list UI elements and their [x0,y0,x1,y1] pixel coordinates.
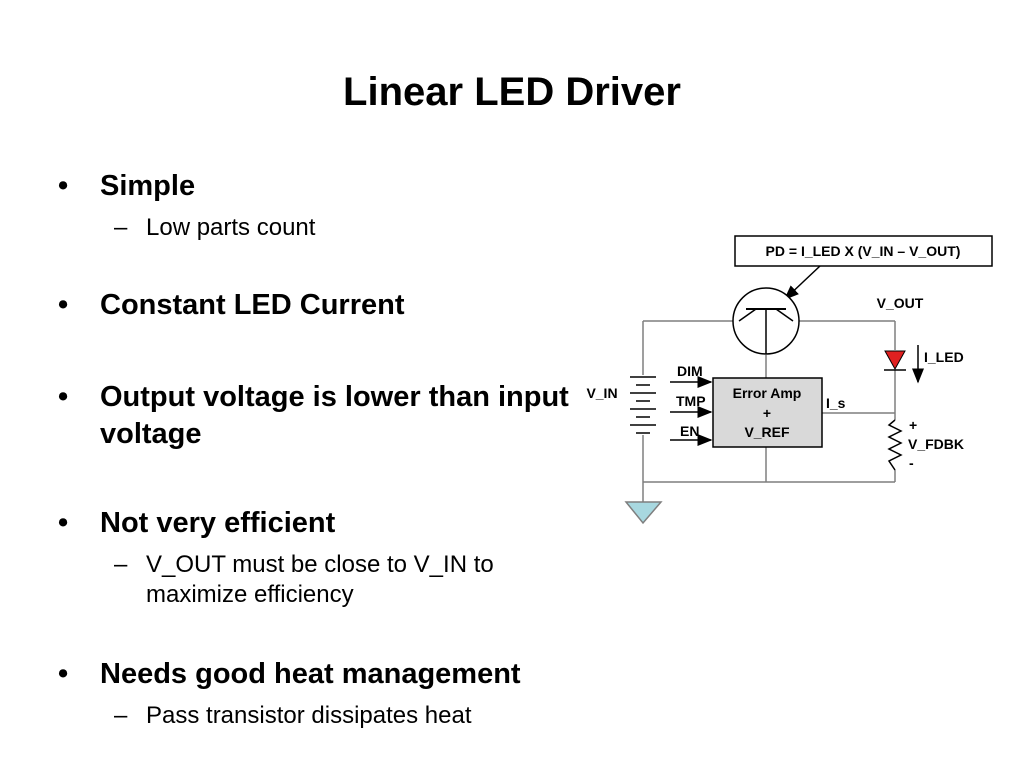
bullet-heat-management: • Needs good heat management [58,656,521,693]
i-led-label: I_LED [924,349,964,365]
ground-icon [624,501,663,525]
bullet-constant-current: • Constant LED Current [58,287,405,324]
fdbk-minus-label: - [909,455,914,471]
bullet-dot: • [58,658,69,690]
battery-symbol [630,376,656,434]
fdbk-plus-label: + [909,417,917,433]
tmp-label: TMP [676,393,706,409]
bullet-dot: • [58,170,69,202]
v-out-label: V_OUT [877,295,924,311]
transistor-icon [732,287,800,355]
bullet-not-efficient: • Not very efficient [58,505,335,542]
sub-bullet-dash: – [114,551,128,578]
bullet-output-voltage: • Output voltage is lower than input vol… [58,379,578,453]
sub-bullet-text: Low parts count [146,214,316,241]
circuit-wires [642,320,896,502]
bullet-dot: • [58,507,69,539]
pd-formula-label: PD = I_LED X (V_IN – V_OUT) [766,243,961,259]
resistor-icon [887,419,903,471]
sub-bullet-text: Pass transistor dissipates heat [146,702,472,729]
slide-title: Linear LED Driver [343,70,681,114]
bullet-text: Output voltage is lower than input volta… [100,381,569,450]
bullet-text: Needs good heat management [100,658,521,690]
en-label: EN [680,423,699,439]
led-icon [884,350,906,371]
error-amp-plus: + [763,405,771,421]
bullet-text: Not very efficient [100,507,336,539]
error-amp-block [712,377,823,448]
control-input-arrows [670,376,713,446]
sub-bullet-vout-close: – V_OUT must be close to V_IN to maximiz… [114,550,584,610]
bullet-dot: • [58,381,69,413]
bullet-text: Constant LED Current [100,289,405,321]
v-fdbk-label: V_FDBK [908,436,964,452]
sub-bullet-low-parts: – Low parts count [114,213,315,243]
bullet-simple: • Simple [58,168,195,205]
i-s-label: I_s [826,395,846,411]
error-amp-label: Error Amp [733,385,802,401]
pd-formula-box [734,235,993,267]
v-in-label: V_IN [586,385,617,401]
bullet-text: Simple [100,170,196,202]
sub-bullet-dash: – [114,214,128,241]
sub-bullet-text: V_OUT must be close to V_IN to maximize … [146,551,494,608]
dim-label: DIM [677,363,703,379]
sub-bullet-dash: – [114,702,128,729]
error-amp-vref: V_REF [744,424,790,440]
sub-bullet-pass-transistor: – Pass transistor dissipates heat [114,701,472,731]
bullet-dot: • [58,289,69,321]
pd-pointer-arrow [783,265,821,301]
